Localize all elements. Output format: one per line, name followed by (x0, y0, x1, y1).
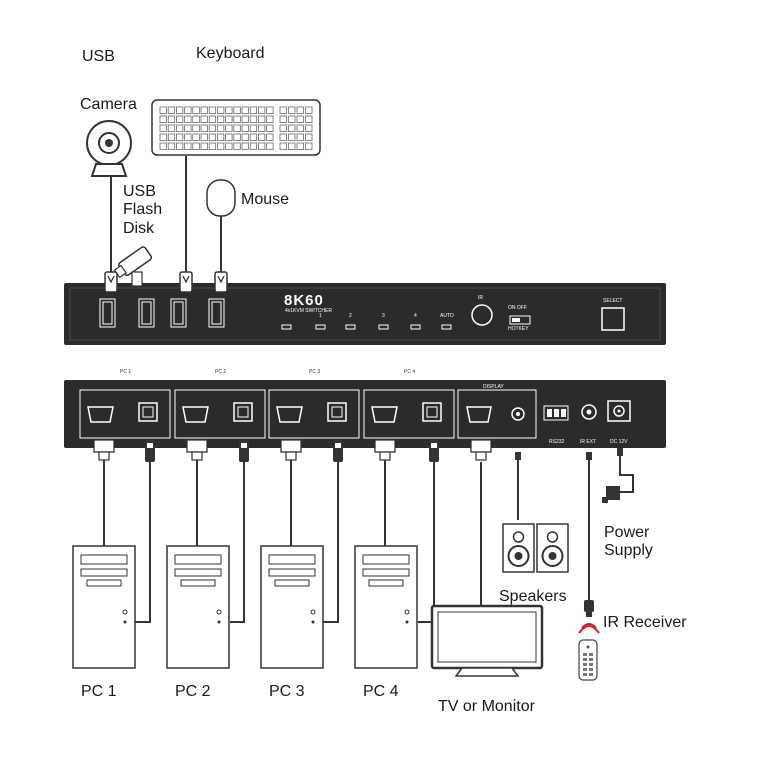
pc-port-label-4: PC 4 (404, 369, 416, 375)
power-cable (619, 455, 634, 493)
usb-b-port (233, 402, 253, 422)
pc-tower-icon (260, 545, 324, 669)
brand-subtitle: 4x1KVM SWITCHER (285, 308, 332, 314)
pc4-usb-cable (418, 462, 435, 623)
hdmi-port (182, 406, 209, 423)
pc-towers (72, 545, 418, 669)
power-adapter-icon (602, 486, 620, 503)
pc-port-group (174, 389, 266, 439)
ir-ext-jack (581, 404, 597, 420)
front-panel (64, 283, 666, 345)
rear-plugs (93, 439, 623, 462)
cables (103, 156, 634, 623)
hdmi-port (87, 406, 114, 423)
ir-ext-label: IR EXT (580, 439, 597, 445)
usb-title: USB (82, 48, 115, 65)
usb-b-port (422, 402, 442, 422)
pc-tower-icon (72, 545, 136, 669)
pc-label-4: PC 4 (363, 683, 399, 700)
front-usb-port (170, 298, 187, 328)
rear-panel (64, 380, 666, 448)
status-led (378, 324, 389, 330)
pc-label-3: PC 3 (269, 683, 305, 700)
remote-control-icon (578, 639, 598, 681)
status-led (345, 324, 356, 330)
status-led (315, 324, 326, 330)
brand-label: 8K60 (284, 292, 324, 309)
led-label-5: AUTO (440, 313, 454, 319)
pc-tower-icon (354, 545, 418, 669)
status-led (441, 324, 452, 330)
power-supply-label: Power Supply (604, 524, 653, 560)
ir-label: IR (478, 295, 483, 301)
pc-label-2: PC 2 (175, 683, 211, 700)
front-usb-port (99, 298, 116, 328)
hotkey-label: HOTKEY (508, 326, 529, 332)
hdmi-port (371, 406, 398, 423)
dc-power-jack (607, 400, 631, 422)
led-label-3: 3 (382, 313, 385, 319)
usb-b-port (138, 402, 158, 422)
ir-sensor (471, 304, 493, 326)
pc-tower-icon (166, 545, 230, 669)
select-label: SELECT (603, 298, 623, 304)
tv-monitor-icon (430, 604, 544, 677)
usb-plugs (104, 271, 228, 293)
dc-label: DC 12V (610, 439, 628, 445)
select-button (601, 307, 625, 331)
ir-receiver-icon (578, 600, 600, 634)
tv-monitor-label: TV or Monitor (438, 698, 535, 715)
mouse-icon (206, 179, 236, 217)
audio-jack (511, 407, 525, 421)
pc3-usb-cable (323, 462, 339, 623)
ir-receiver-label: IR Receiver (603, 614, 687, 631)
usb-flash-drive-icon (113, 246, 153, 279)
led-label-4: 4 (414, 313, 417, 319)
camera-icon (86, 120, 132, 177)
keyboard-label: Keyboard (196, 45, 265, 62)
display-port-label: DISPLAY (483, 384, 504, 390)
on-off-label: ON OFF (508, 305, 527, 311)
camera-label: Camera (80, 96, 137, 113)
pc-port-label-1: PC 1 (120, 369, 132, 375)
rs232-terminal (543, 405, 569, 421)
pc-label-1: PC 1 (81, 683, 117, 700)
mouse-label: Mouse (241, 191, 290, 208)
front-usb-port (138, 298, 155, 328)
speakers-icon (502, 523, 569, 573)
rs232-label: RS232 (549, 439, 565, 445)
pc2-usb-cable (230, 462, 245, 623)
speakers-label: Speakers (499, 588, 567, 605)
status-led (410, 324, 421, 330)
pc-port-label-2: PC 2 (215, 369, 227, 375)
pc-port-label-3: PC 3 (309, 369, 321, 375)
led-label-1: 1 (319, 313, 322, 319)
pc-port-group (363, 389, 455, 439)
pc-port-group (268, 389, 360, 439)
keyboard-icon (151, 99, 321, 156)
display-hdmi-port (466, 406, 492, 423)
usb-flash-disk-label: USB Flash Disk (123, 183, 163, 237)
led-label-2: 2 (349, 313, 352, 319)
pc1-usb-cable (135, 462, 151, 623)
hdmi-port (276, 406, 303, 423)
front-usb-port (208, 298, 225, 328)
pc-port-group (79, 389, 171, 439)
display-port-group (457, 389, 537, 439)
hotkey-switch (509, 315, 531, 325)
power-led (281, 324, 292, 330)
usb-b-port (327, 402, 347, 422)
